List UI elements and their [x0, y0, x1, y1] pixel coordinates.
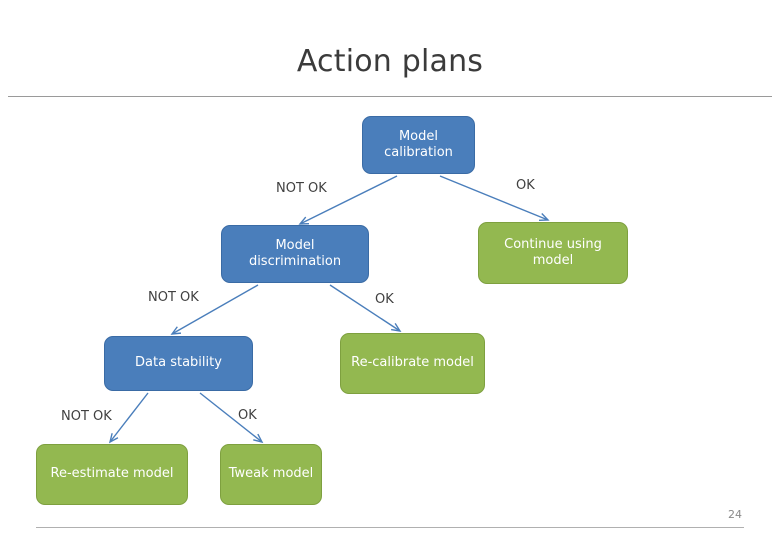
node-model-calibration[interactable]: Model calibration	[362, 116, 475, 174]
edge-label-label-ok-2: OK	[375, 292, 394, 307]
arrowhead-calibration-to-continue	[538, 213, 550, 221]
node-label: Re-estimate model	[50, 466, 174, 482]
node-re-estimate-model[interactable]: Re-estimate model	[36, 444, 188, 505]
node-continue-using-model[interactable]: Continue using model	[478, 222, 628, 284]
node-data-stability[interactable]: Data stability	[104, 336, 253, 391]
edge-label-label-not-ok-3: NOT OK	[61, 409, 112, 424]
connector-calibration-to-discrimination	[299, 175, 398, 225]
node-tweak-model[interactable]: Tweak model	[220, 444, 322, 505]
edge-label-label-ok-1: OK	[516, 178, 535, 193]
connector-discrimination-to-data-stability	[171, 284, 259, 335]
node-label: Data stability	[135, 355, 222, 371]
edge-label-label-not-ok-2: NOT OK	[148, 290, 199, 305]
node-label: Model discrimination	[248, 237, 342, 269]
arrowhead-calibration-to-discrimination	[298, 216, 310, 225]
title-divider	[8, 96, 772, 97]
node-label: Tweak model	[228, 466, 314, 482]
node-label: Continue using model	[504, 236, 602, 268]
connector-discrimination-to-recalibrate	[329, 284, 401, 332]
connector-calibration-to-continue	[439, 175, 549, 221]
connector-data-stability-to-reestimate	[109, 392, 149, 443]
arrowhead-discrimination-to-recalibrate	[391, 323, 402, 332]
arrowhead-data-stability-to-reestimate	[108, 433, 119, 444]
arrowhead-discrimination-to-data-stability	[170, 326, 182, 335]
connector-data-stability-to-tweak	[199, 392, 263, 443]
footer-divider	[36, 527, 744, 528]
page-number: 24	[728, 508, 742, 521]
edge-label-label-not-ok-1: NOT OK	[276, 181, 327, 196]
node-model-discrimination[interactable]: Model discrimination	[221, 225, 369, 283]
edge-label-label-ok-3: OK	[238, 408, 257, 423]
node-label: Model calibration	[384, 128, 453, 160]
arrowhead-data-stability-to-tweak	[253, 433, 264, 444]
node-re-calibrate-model[interactable]: Re-calibrate model	[340, 333, 485, 394]
node-label: Re-calibrate model	[351, 355, 474, 371]
page-title: Action plans	[296, 44, 484, 79]
